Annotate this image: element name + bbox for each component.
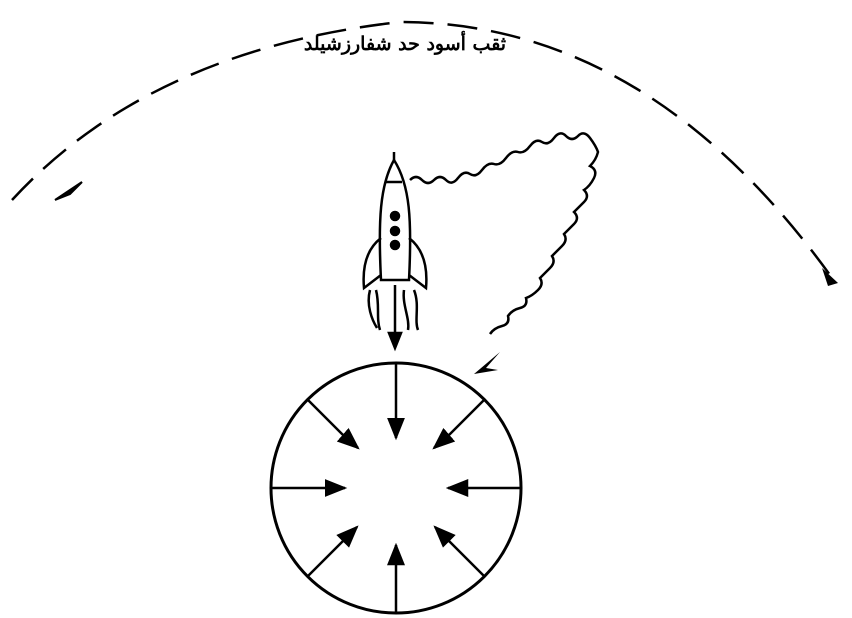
inward-arrow-top-left xyxy=(343,435,358,448)
wavy-signal-path xyxy=(410,133,598,334)
boundary-arrowhead-left xyxy=(55,182,82,200)
wavy-path-arrowhead xyxy=(474,352,500,374)
radial-spokes xyxy=(271,363,521,613)
inward-arrows xyxy=(321,413,471,563)
dashed-boundary-arc xyxy=(12,22,835,282)
boundary-arrowhead-right xyxy=(822,268,838,286)
inward-arrow-bottom-left xyxy=(343,527,357,541)
inward-arrow-bottom-right xyxy=(435,527,449,541)
inward-arrow-top-right xyxy=(434,435,449,448)
rocket-icon xyxy=(364,152,427,348)
